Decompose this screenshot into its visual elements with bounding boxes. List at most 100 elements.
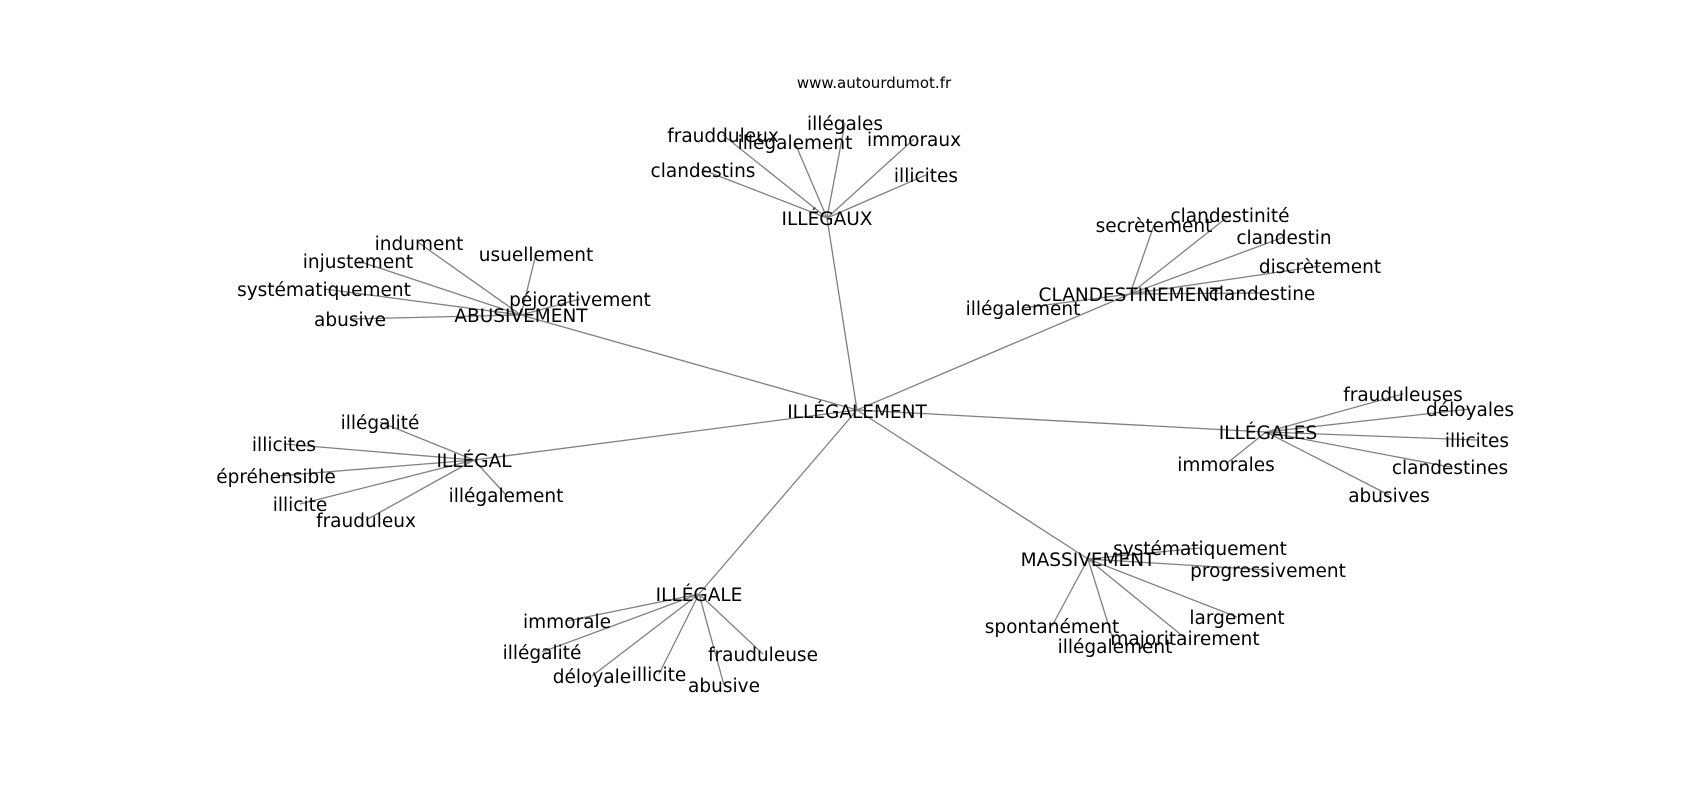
leaf-word[interactable]: illégalement <box>966 299 1081 320</box>
leaf-word[interactable]: immorale <box>523 612 611 633</box>
hub-word-illegales[interactable]: ILLÉGALES <box>1219 422 1318 444</box>
edge-illegales-leaf-2 <box>1265 431 1478 441</box>
leaf-word[interactable]: spontanément <box>985 617 1120 638</box>
leaf-word[interactable]: immoraux <box>867 130 961 151</box>
leaf-word[interactable]: illicites <box>894 166 958 187</box>
edge-abusivement-leaf-1 <box>520 253 537 316</box>
edge-abusivement-leaf-3 <box>323 288 522 316</box>
edge-clandestinement-leaf-3 <box>1129 265 1321 295</box>
edge-illegal-leaf-3 <box>299 459 475 505</box>
edge-illegaux-leaf-0 <box>722 134 828 219</box>
edge-center-illegaux <box>826 217 858 411</box>
edge-illegales-leaf-1 <box>1265 408 1471 433</box>
labels-layer: ILLÉGALEMENTILLÉGAUXfraudduleuxillégalem… <box>216 114 1514 697</box>
edge-illegale-leaf-1 <box>541 593 700 653</box>
leaf-word[interactable]: illégalité <box>503 643 582 664</box>
leaf-word[interactable]: clandestines <box>1392 458 1508 479</box>
edge-illegale-leaf-4 <box>698 593 725 686</box>
edge-center-abusivement <box>520 314 858 411</box>
edge-illegaux-leaf-3 <box>826 138 915 219</box>
edge-illegal-leaf-0 <box>379 421 475 461</box>
leaf-word[interactable]: déloyale <box>553 667 631 688</box>
edge-illegales-leaf-0 <box>1265 393 1404 433</box>
hub-word-clandestinement[interactable]: CLANDESTINEMENT <box>1039 285 1223 306</box>
edge-illegal-leaf-1 <box>283 443 475 461</box>
leaf-word[interactable]: illégalement <box>449 486 564 507</box>
edge-clandestinement-leaf-0 <box>1129 224 1155 295</box>
leaf-word[interactable]: illégales <box>807 114 883 135</box>
leaf-word[interactable]: fraudduleux <box>667 126 779 147</box>
edge-illegaux-leaf-1 <box>794 142 828 219</box>
edge-clandestinement-leaf-1 <box>1129 214 1231 295</box>
leaf-word[interactable]: progressivement <box>1190 561 1346 582</box>
edge-illegal-leaf-4 <box>365 459 475 521</box>
edge-clandestinement-leaf-2 <box>1129 236 1285 295</box>
edge-illegales-leaf-4 <box>1265 431 1390 496</box>
center-word[interactable]: ILLÉGALEMENT <box>787 401 927 423</box>
leaf-word[interactable]: majoritairement <box>1110 629 1259 650</box>
edge-illegal-leaf-5 <box>473 459 507 496</box>
leaf-word[interactable]: illégalement <box>1058 637 1173 658</box>
edge-illegaux-leaf-2 <box>826 122 846 219</box>
edge-massivement-leaf-1 <box>1087 558 1269 571</box>
leaf-word[interactable]: indument <box>375 234 464 255</box>
edges-layer <box>275 122 1478 686</box>
leaf-word[interactable]: systématiquement <box>237 280 411 301</box>
edge-abusivement-leaf-4 <box>520 298 581 316</box>
edge-massivement-leaf-2 <box>1087 558 1238 618</box>
hub-word-massivement[interactable]: MASSIVEMENT <box>1021 550 1156 571</box>
leaf-word[interactable]: clandestine <box>1209 284 1316 305</box>
hub-word-illegaux[interactable]: ILLÉGAUX <box>782 208 873 230</box>
leaf-word[interactable]: péjorativement <box>509 290 651 311</box>
edge-center-massivement <box>856 409 1089 560</box>
edge-illegal-leaf-2 <box>275 459 475 477</box>
edge-abusivement-leaf-2 <box>357 260 522 316</box>
edge-clandestinement-leaf-4 <box>1129 292 1263 295</box>
edge-illegales-leaf-5 <box>1225 431 1267 465</box>
hub-word-abusivement[interactable]: ABUSIVEMENT <box>454 306 588 327</box>
edge-illegales-leaf-3 <box>1265 431 1451 468</box>
leaf-word[interactable]: illicites <box>1445 431 1509 452</box>
leaf-word[interactable]: immorales <box>1177 455 1275 476</box>
leaf-word[interactable]: déloyales <box>1426 400 1514 421</box>
edge-illegale-leaf-0 <box>566 593 700 622</box>
edge-illegale-leaf-3 <box>658 593 700 675</box>
leaf-word[interactable]: systématiquement <box>1113 539 1287 560</box>
edge-abusivement-leaf-0 <box>418 242 522 316</box>
leaf-word[interactable]: frauduleuses <box>1343 385 1463 406</box>
leaf-word[interactable]: largement <box>1189 608 1284 629</box>
edge-center-illegales <box>856 409 1267 433</box>
leaf-word[interactable]: abusive <box>688 676 760 697</box>
leaf-word[interactable]: illicite <box>632 665 687 686</box>
edge-massivement-leaf-4 <box>1087 558 1116 647</box>
edge-abusivement-leaf-5 <box>349 314 522 320</box>
edge-illegale-leaf-2 <box>591 593 700 677</box>
leaf-word[interactable]: illégalité <box>341 413 420 434</box>
leaf-word[interactable]: secrètement <box>1096 216 1213 237</box>
leaf-word[interactable]: discrètement <box>1259 257 1381 278</box>
edge-illegale-leaf-5 <box>698 593 764 655</box>
hub-word-illegale[interactable]: ILLÉGALE <box>656 584 743 606</box>
leaf-word[interactable]: abusives <box>1348 486 1430 507</box>
leaf-word[interactable]: clandestinité <box>1170 206 1289 227</box>
edge-massivement-leaf-3 <box>1087 558 1186 639</box>
leaf-word[interactable]: illicite <box>273 495 328 516</box>
leaf-word[interactable]: épréhensible <box>216 467 336 488</box>
leaf-word[interactable]: usuellement <box>479 245 594 266</box>
leaf-word[interactable]: clandestins <box>651 161 756 182</box>
hub-word-illegal[interactable]: ILLÉGAL <box>436 450 512 472</box>
edge-center-illegal <box>473 409 858 461</box>
leaf-word[interactable]: illégalement <box>738 133 853 154</box>
leaf-word[interactable]: abusive <box>314 310 386 331</box>
site-url[interactable]: www.autourdumot.fr <box>797 74 952 92</box>
leaf-word[interactable]: frauduleuse <box>708 645 818 666</box>
edge-center-clandestinement <box>856 293 1131 411</box>
leaf-word[interactable]: frauduleux <box>316 511 416 532</box>
edge-clandestinement-leaf-5 <box>1022 293 1131 309</box>
edge-center-illegale <box>698 409 858 595</box>
edge-illegaux-leaf-5 <box>702 169 828 219</box>
leaf-word[interactable]: illicites <box>252 435 316 456</box>
leaf-word[interactable]: clandestin <box>1236 228 1331 249</box>
leaf-word[interactable]: injustement <box>303 252 413 273</box>
